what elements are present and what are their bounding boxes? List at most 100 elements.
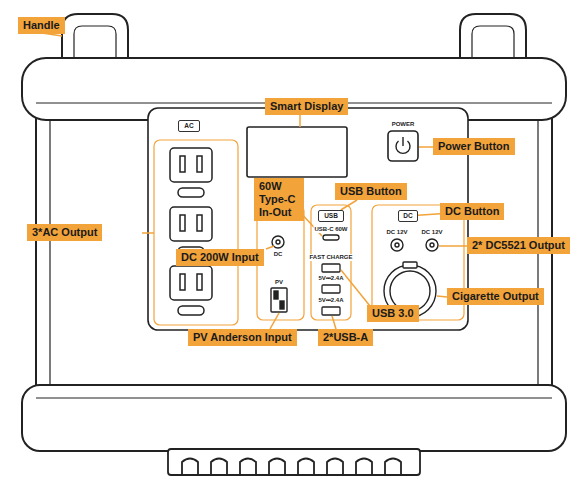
usb-button-callout: USB Button (335, 183, 407, 200)
input-ports (276, 240, 280, 244)
port-groups (311, 205, 351, 320)
ac-socket (170, 148, 212, 315)
leader-line (341, 200, 357, 210)
callout-text: USB (319, 211, 343, 221)
usb-ports (322, 264, 340, 272)
usb-ports (323, 235, 339, 240)
usb3-callout: USB 3.0 (367, 305, 419, 322)
usb-ports (322, 307, 340, 315)
panel-marking: DC (273, 251, 284, 258)
feet (182, 459, 198, 476)
feet (356, 459, 372, 476)
callout-text: AC (179, 121, 199, 131)
display-callout: Smart Display (265, 98, 348, 115)
callout-text: 2*USB-A (323, 331, 368, 344)
dc-output-callout: 2* DC5521 Output (467, 237, 570, 254)
feet (269, 459, 285, 476)
input-ports (271, 288, 287, 312)
ac-socket (180, 274, 185, 290)
leader-line (42, 33, 467, 329)
dc-ports (426, 239, 438, 251)
callout-text: 60W Type-C In-Out (259, 180, 299, 219)
leader-line (439, 245, 467, 247)
ac-socket (170, 266, 212, 300)
callout-text: Handle (23, 19, 60, 32)
usb-button: USB (318, 210, 344, 222)
callout-text: Cigarette Output (452, 290, 539, 303)
housing (36, 398, 552, 399)
callout-text: 3*AC Output (32, 226, 97, 239)
callout-text: Smart Display (270, 100, 343, 113)
front-panel (148, 108, 468, 330)
callout-text: DC 200W Input (181, 251, 259, 264)
ac-socket (178, 306, 204, 315)
ac-socket (197, 156, 202, 172)
port-groups (257, 205, 304, 320)
ac-socket (197, 215, 202, 231)
handle-callout: Handle (18, 17, 65, 34)
feet (168, 449, 420, 475)
feet (211, 459, 227, 476)
panel-marking: USB-C 60W (313, 226, 348, 233)
input-ports (274, 291, 278, 299)
dc-button-callout: DC Button (440, 203, 504, 220)
leader-line (437, 296, 447, 297)
panel-marking: FAST CHARGE (308, 254, 353, 261)
callout-text: 2* DC5521 Output (472, 239, 565, 252)
port-groups (154, 140, 464, 325)
input-ports (280, 301, 284, 309)
panel-marking: PV (274, 279, 284, 286)
usba-callout: 2*USB-A (318, 329, 373, 346)
feet (168, 449, 420, 475)
power-button (388, 131, 418, 161)
usb-ports (322, 285, 340, 293)
feet (385, 459, 401, 476)
power-callout: Power Button (433, 138, 515, 155)
callout-text: PV Anderson Input (193, 331, 292, 344)
leader-line (270, 313, 279, 329)
ac-socket (197, 274, 202, 290)
ac-output-callout: 3*AC Output (27, 224, 102, 241)
ac-button: AC (178, 120, 200, 132)
leader-line (266, 246, 274, 249)
dc-button: DC (398, 210, 418, 222)
panel-marking: 5V⎓2.4A (317, 297, 344, 304)
typec-callout: 60W Type-C In-Out (254, 178, 304, 221)
leader-line (418, 214, 440, 216)
leader-line (332, 316, 336, 329)
dc-ports (391, 239, 403, 251)
leader-line (142, 232, 154, 234)
callout-text: DC Button (445, 205, 499, 218)
input-ports (271, 236, 287, 312)
panel-marking: DC 12V (385, 229, 408, 236)
dc-ports (403, 262, 417, 268)
display (247, 127, 347, 177)
callout-text: Power Button (438, 140, 510, 153)
panel-marking: DC 12V (420, 229, 443, 236)
housing (49, 120, 50, 385)
housing (22, 385, 566, 451)
dc-ports (430, 243, 434, 247)
panel-marking: POWER (391, 121, 416, 128)
ac-socket (170, 148, 212, 182)
ac-socket (180, 156, 185, 172)
dc-input-callout: DC 200W Input (176, 249, 264, 266)
port-groups (154, 140, 238, 325)
ac-socket (178, 188, 204, 197)
cigarette-callout: Cigarette Output (447, 288, 544, 305)
ac-socket (170, 207, 212, 241)
leader-line (299, 115, 301, 127)
ac-socket (180, 215, 185, 231)
leader-line (341, 270, 370, 306)
leader-line (419, 146, 433, 148)
feet (240, 459, 256, 476)
housing (22, 58, 566, 451)
housing (22, 58, 566, 120)
pv-input-callout: PV Anderson Input (188, 329, 297, 346)
front-panel (148, 108, 468, 330)
feet (327, 459, 343, 476)
callout-text: USB Button (340, 185, 402, 198)
callout-text: USB 3.0 (372, 307, 414, 320)
